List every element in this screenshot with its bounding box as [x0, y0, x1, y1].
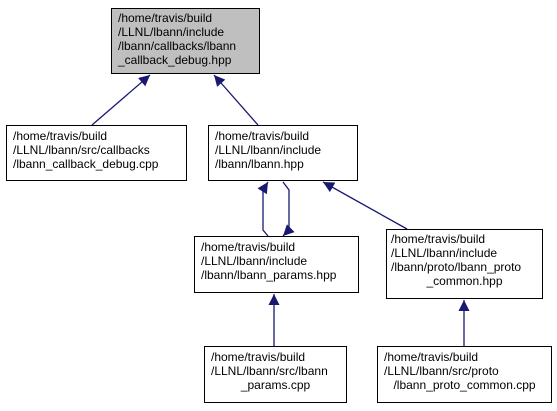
edge-n2-to-n3 [282, 181, 295, 237]
node-line: /LLNL/lbann/src/lbann [211, 364, 328, 378]
node-line: /LLNL/lbann/include [201, 254, 308, 268]
node-line: /LLNL/lbann/include [391, 246, 498, 260]
node-line: /home/travis/build [201, 240, 296, 254]
node-line: /home/travis/build [118, 11, 213, 25]
edge-n1-to-n0 [91, 74, 151, 126]
node-line: /home/travis/build [211, 350, 306, 364]
node-lbann-callback-debug-hpp[interactable]: /home/travis/build /LLNL/lbann/include /… [111, 8, 260, 74]
node-line: /LLNL/lbann/include [118, 25, 225, 39]
node-line: /home/travis/build [13, 129, 108, 143]
node-line: /lbann/proto/lbann_proto [391, 260, 522, 274]
node-line: /home/travis/build [384, 350, 479, 364]
node-line: /LLNL/lbann/src/callbacks [13, 143, 150, 157]
node-lbann-proto-common-cpp[interactable]: /home/travis/build /LLNL/lbann/src/proto… [377, 346, 552, 403]
node-line: /home/travis/build [391, 232, 486, 246]
node-line: /lbann/lbann_params.hpp [201, 268, 337, 282]
node-line: /LLNL/lbann/src/proto [384, 364, 499, 378]
edge-n2-to-n0 [213, 74, 259, 126]
node-line: _params.cpp [240, 378, 311, 392]
node-lbann-callback-debug-cpp[interactable]: /home/travis/build /LLNL/lbann/src/callb… [6, 125, 187, 181]
node-line: _callback_debug.hpp [118, 53, 232, 67]
node-lbann-proto-common-hpp[interactable]: /home/travis/build /LLNL/lbann/include /… [386, 229, 543, 299]
edge-n3-to-n2 [257, 181, 269, 237]
node-line: /lbann_callback_debug.cpp [13, 157, 159, 171]
node-line: /lbann/callbacks/lbann [118, 39, 237, 53]
node-lbann-hpp[interactable]: /home/travis/build /LLNL/lbann/include /… [208, 125, 358, 181]
node-line: /LLNL/lbann/include [215, 143, 322, 157]
node-line: /lbann/lbann.hpp [215, 157, 304, 171]
node-lbann-params-cpp[interactable]: /home/travis/build /LLNL/lbann/src/lbann… [204, 346, 347, 403]
node-line: _common.hpp [426, 274, 503, 288]
edge-n4-to-n2 [322, 181, 408, 230]
node-line: /home/travis/build [215, 129, 310, 143]
node-line: /lbann_proto_common.cpp [393, 378, 536, 392]
node-lbann-params-hpp[interactable]: /home/travis/build /LLNL/lbann/include /… [194, 236, 359, 293]
